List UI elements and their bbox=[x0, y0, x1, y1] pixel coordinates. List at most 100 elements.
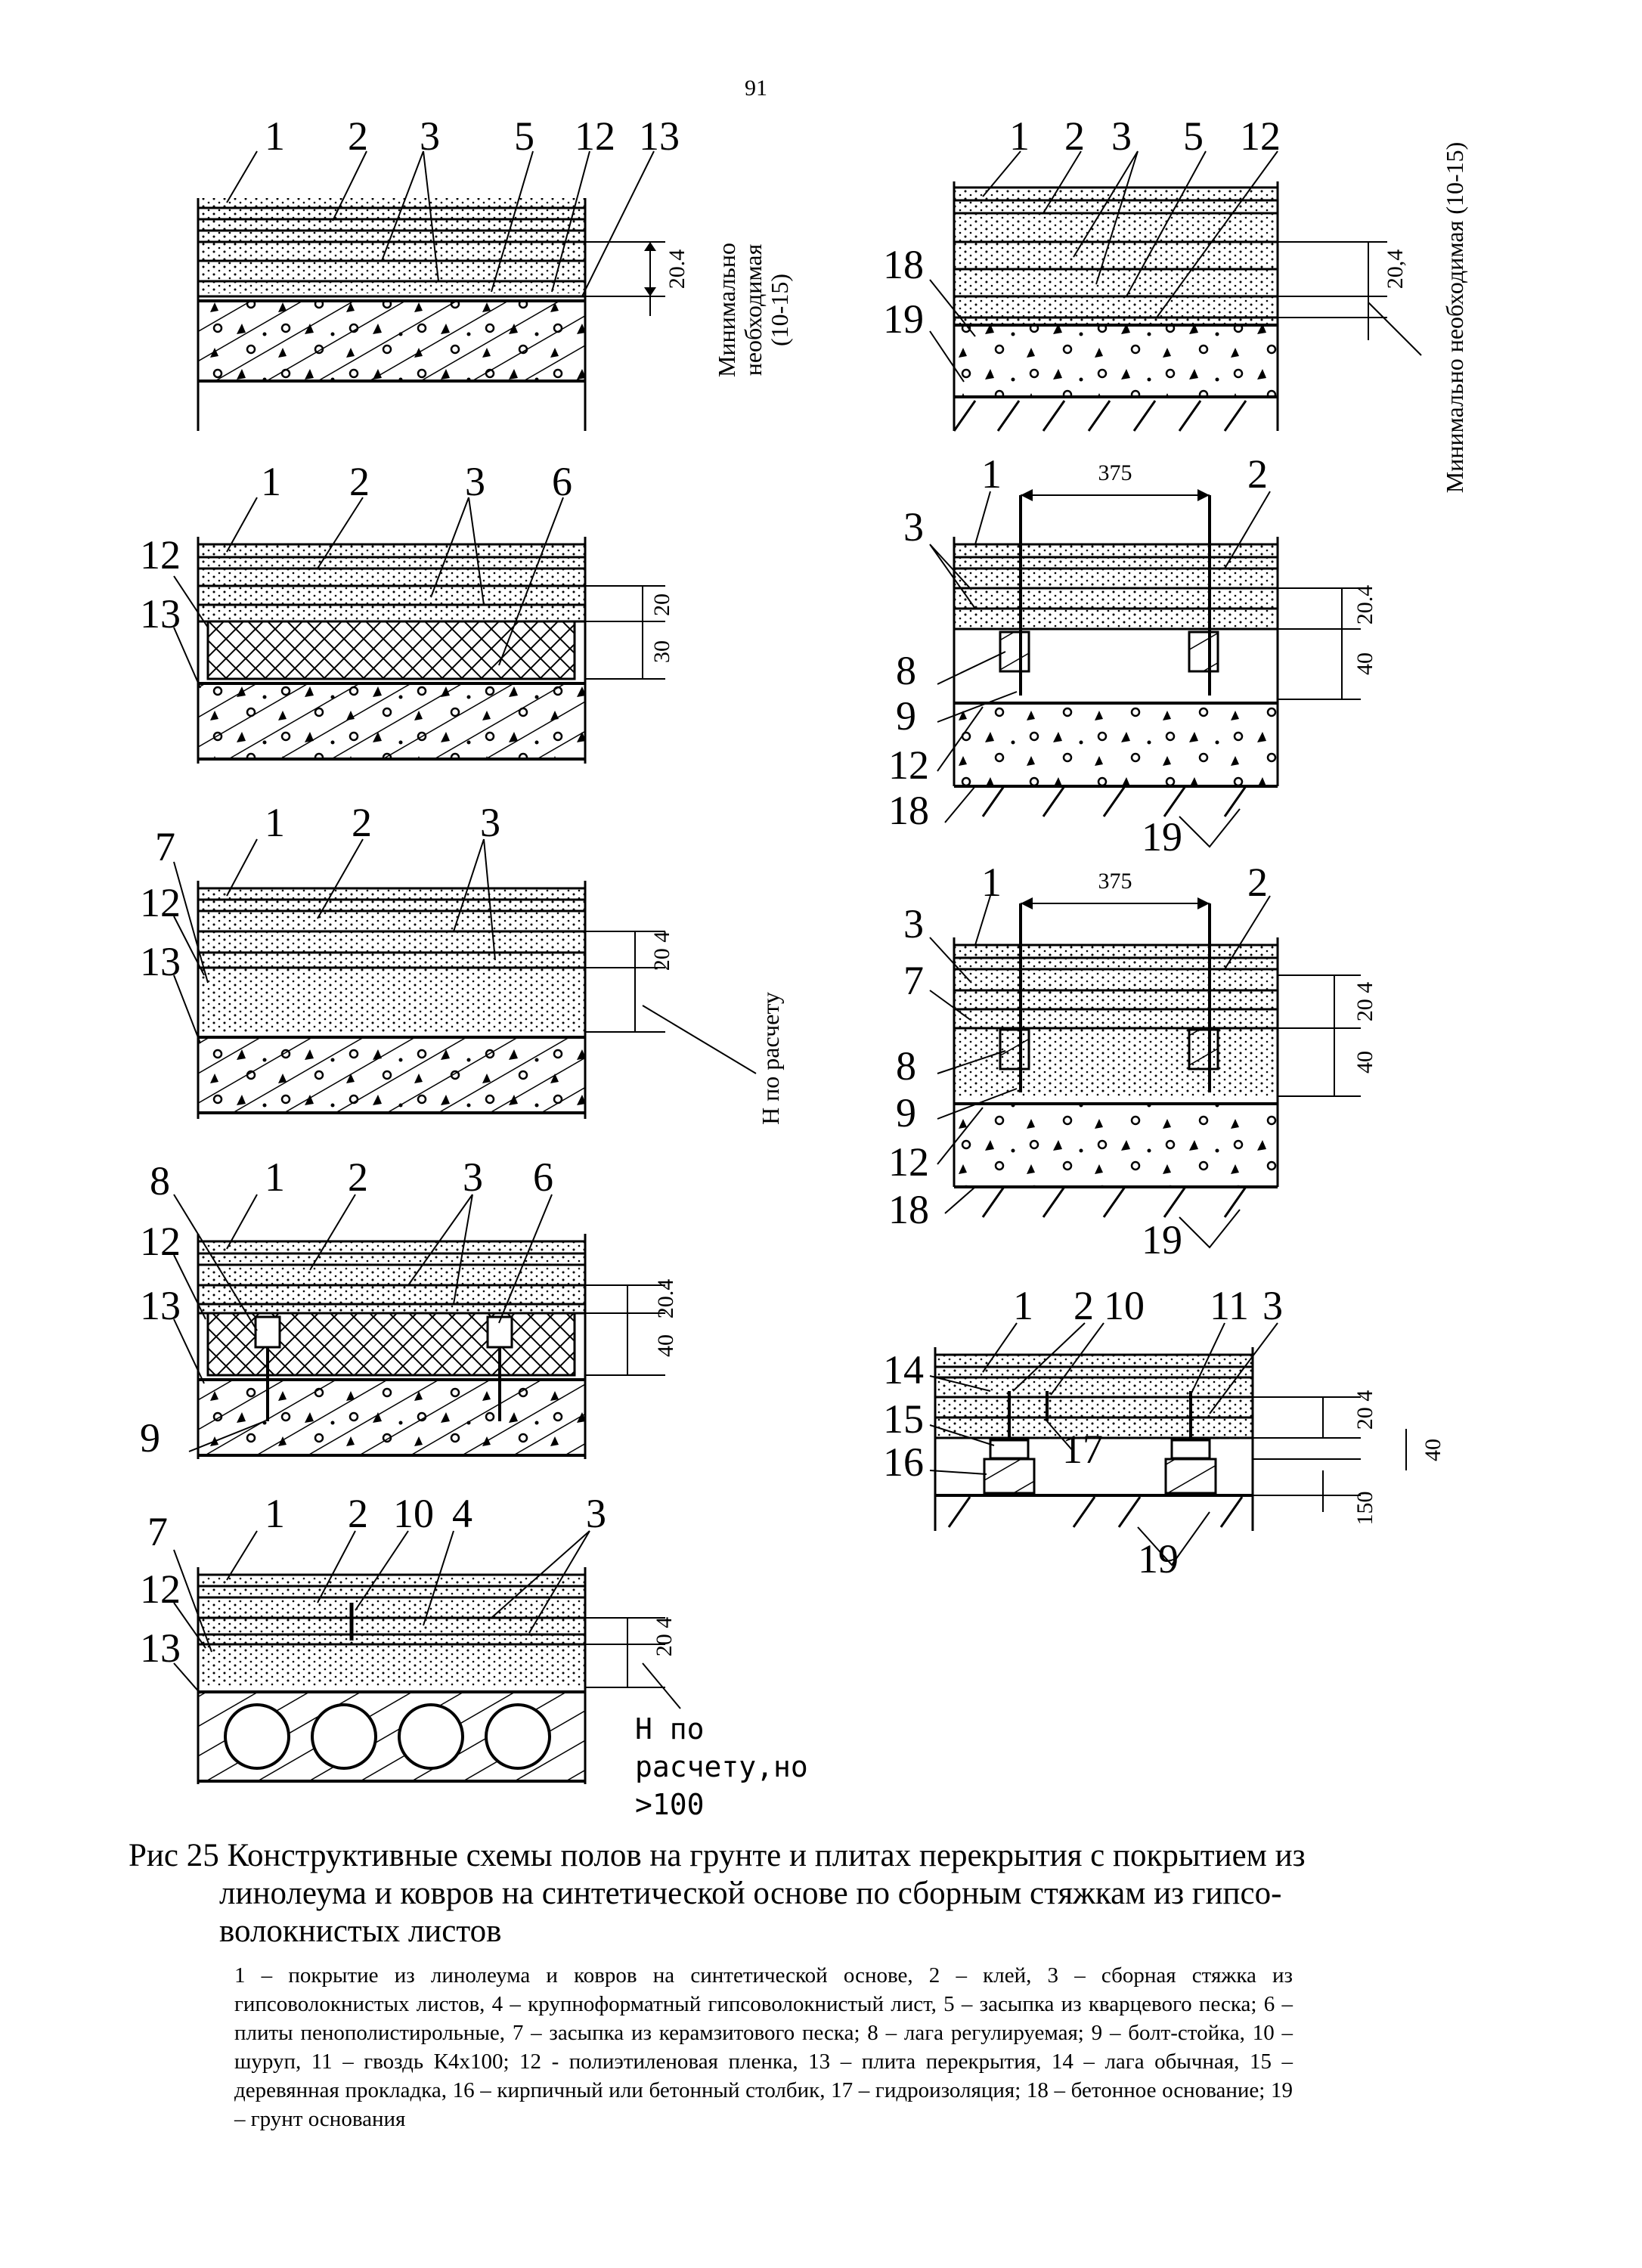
callout-label: 2 bbox=[352, 800, 372, 845]
callout-label: 13 bbox=[140, 939, 181, 984]
note-label: необходимая bbox=[739, 243, 767, 376]
callout-label: 1 bbox=[265, 113, 285, 159]
diagram-floor-3: 20 4 Н по расчету 1 2 3 7 12 13 bbox=[140, 800, 784, 1125]
callout-label: 12 bbox=[888, 1139, 929, 1185]
dim-label: 40 bbox=[1352, 652, 1377, 675]
page-number: 91 bbox=[745, 76, 767, 101]
callout-label: 8 bbox=[896, 1043, 916, 1089]
callout-label: 13 bbox=[140, 1283, 181, 1328]
diagram-floor-9: 20 4 40 150 1 2 10 11 3 14 15 16 17 19 bbox=[883, 1283, 1445, 1582]
callout-label: 9 bbox=[896, 693, 916, 739]
callout-label: 1 bbox=[981, 860, 1002, 905]
callout-label: 2 bbox=[1064, 113, 1085, 159]
callout-label: 16 bbox=[883, 1439, 924, 1485]
callout-label: 13 bbox=[140, 1625, 181, 1671]
callout-label: 3 bbox=[903, 504, 924, 550]
note-label: расчету,но bbox=[635, 1750, 808, 1783]
callout-label: 19 bbox=[883, 296, 924, 342]
callout-label: 3 bbox=[1111, 113, 1132, 159]
callout-label: 7 bbox=[155, 824, 175, 869]
callout-label: 2 bbox=[1247, 451, 1268, 497]
caption-legend: 1 – покрытие из линолеума и ковров на си… bbox=[234, 1963, 1293, 2131]
callout-label: 1 bbox=[265, 800, 285, 845]
dim-label: 20 bbox=[649, 593, 674, 616]
callout-label: 12 bbox=[1240, 113, 1281, 159]
dim-label: 30 bbox=[649, 640, 674, 663]
callout-label: 4 bbox=[452, 1491, 472, 1536]
callout-label: 3 bbox=[420, 113, 440, 159]
callout-label: 14 bbox=[883, 1347, 924, 1393]
dim-label: 20.4 bbox=[1352, 585, 1377, 625]
callout-label: 13 bbox=[140, 591, 181, 637]
callout-label: 5 bbox=[1183, 113, 1204, 159]
callout-label: 13 bbox=[639, 113, 680, 159]
callout-label: 3 bbox=[463, 1154, 483, 1200]
dim-label: 40 bbox=[1420, 1439, 1445, 1461]
callout-label: 6 bbox=[552, 459, 572, 504]
callout-label: 1 bbox=[1009, 113, 1030, 159]
callout-label: 1 bbox=[261, 459, 281, 504]
callout-label: 11 bbox=[1210, 1283, 1249, 1328]
callout-label: 3 bbox=[903, 901, 924, 947]
callout-label: 1 bbox=[1013, 1283, 1033, 1328]
diagram-floor-4: 20.4 40 1 2 3 6 8 9 12 13 bbox=[140, 1154, 678, 1461]
callout-label: 15 bbox=[883, 1396, 924, 1442]
dim-label: 20,4 bbox=[1383, 249, 1408, 290]
callout-label: 1 bbox=[981, 451, 1002, 497]
callout-label: 12 bbox=[140, 1219, 181, 1264]
callout-label: 1 bbox=[265, 1491, 285, 1536]
callout-label: 7 bbox=[903, 958, 924, 1003]
callout-label: 10 bbox=[393, 1491, 434, 1536]
callout-label: 9 bbox=[140, 1415, 160, 1461]
callout-label: 7 bbox=[147, 1509, 168, 1554]
note-label: (10-15) bbox=[766, 274, 793, 346]
callout-label: 10 bbox=[1104, 1283, 1145, 1328]
dim-label: 20 4 bbox=[649, 931, 674, 971]
diagram-floor-2: 20 30 1 2 3 6 12 13 bbox=[140, 459, 674, 764]
dim-label: 20.4 bbox=[653, 1279, 678, 1319]
diagram-floor-8: 375 20 4 40 1 2 3 7 8 9 12 18 19 bbox=[888, 860, 1377, 1263]
callout-label: 12 bbox=[888, 742, 929, 788]
dim-label: 20 4 bbox=[1352, 982, 1377, 1022]
diagram-floor-6: 20,4 Минимально необходимая (10-15) 1 2 … bbox=[883, 113, 1468, 493]
dim-label: 20 4 bbox=[1352, 1390, 1377, 1430]
callout-label: 8 bbox=[896, 648, 916, 693]
callout-label: 2 bbox=[349, 459, 370, 504]
dim-label: 375 bbox=[1098, 460, 1132, 485]
callout-label: 18 bbox=[888, 788, 929, 833]
callout-label: 1 bbox=[265, 1154, 285, 1200]
callout-label: 2 bbox=[1247, 860, 1268, 905]
callout-label: 19 bbox=[1142, 814, 1182, 860]
callout-label: 2 bbox=[1073, 1283, 1094, 1328]
callout-label: 12 bbox=[140, 880, 181, 925]
note-label: >100 bbox=[635, 1788, 705, 1821]
callout-label: 3 bbox=[465, 459, 485, 504]
callout-label: 6 bbox=[533, 1154, 553, 1200]
callout-label: 18 bbox=[883, 242, 924, 287]
callout-label: 2 bbox=[348, 1491, 368, 1536]
callout-label: 12 bbox=[575, 113, 615, 159]
dim-label: 20.4 bbox=[665, 249, 689, 290]
callout-label: 3 bbox=[480, 800, 500, 845]
dim-label: 375 bbox=[1098, 869, 1132, 894]
callout-label: 17 bbox=[1062, 1427, 1103, 1472]
figure-caption: Рис 25 Конструктивные схемы полов на гру… bbox=[129, 1837, 1308, 2133]
caption-title: Рис 25 Конструктивные схемы полов на гру… bbox=[129, 1838, 1306, 1949]
callout-label: 8 bbox=[150, 1158, 170, 1204]
note-label: Н по bbox=[635, 1712, 705, 1746]
callout-label: 12 bbox=[140, 1566, 181, 1612]
dim-label: 20 4 bbox=[652, 1617, 677, 1657]
dim-label: 40 bbox=[653, 1334, 678, 1357]
callout-label: 9 bbox=[896, 1090, 916, 1136]
note-label: Н по расчету bbox=[757, 992, 784, 1125]
callout-label: 18 bbox=[888, 1187, 929, 1232]
callout-label: 5 bbox=[514, 113, 534, 159]
callout-label: 19 bbox=[1138, 1536, 1179, 1582]
floor-diagrams: 20.4 Минимально необходимая (10-15) 1 2 … bbox=[140, 113, 1468, 1821]
callout-label: 3 bbox=[586, 1491, 606, 1536]
callout-label: 12 bbox=[140, 532, 181, 578]
callout-label: 2 bbox=[348, 113, 368, 159]
note-label: Минимально bbox=[713, 243, 740, 377]
callout-label: 2 bbox=[348, 1154, 368, 1200]
diagram-floor-5: 20 4 Н по расчету,но >100 1 2 10 4 3 7 1… bbox=[140, 1491, 808, 1821]
